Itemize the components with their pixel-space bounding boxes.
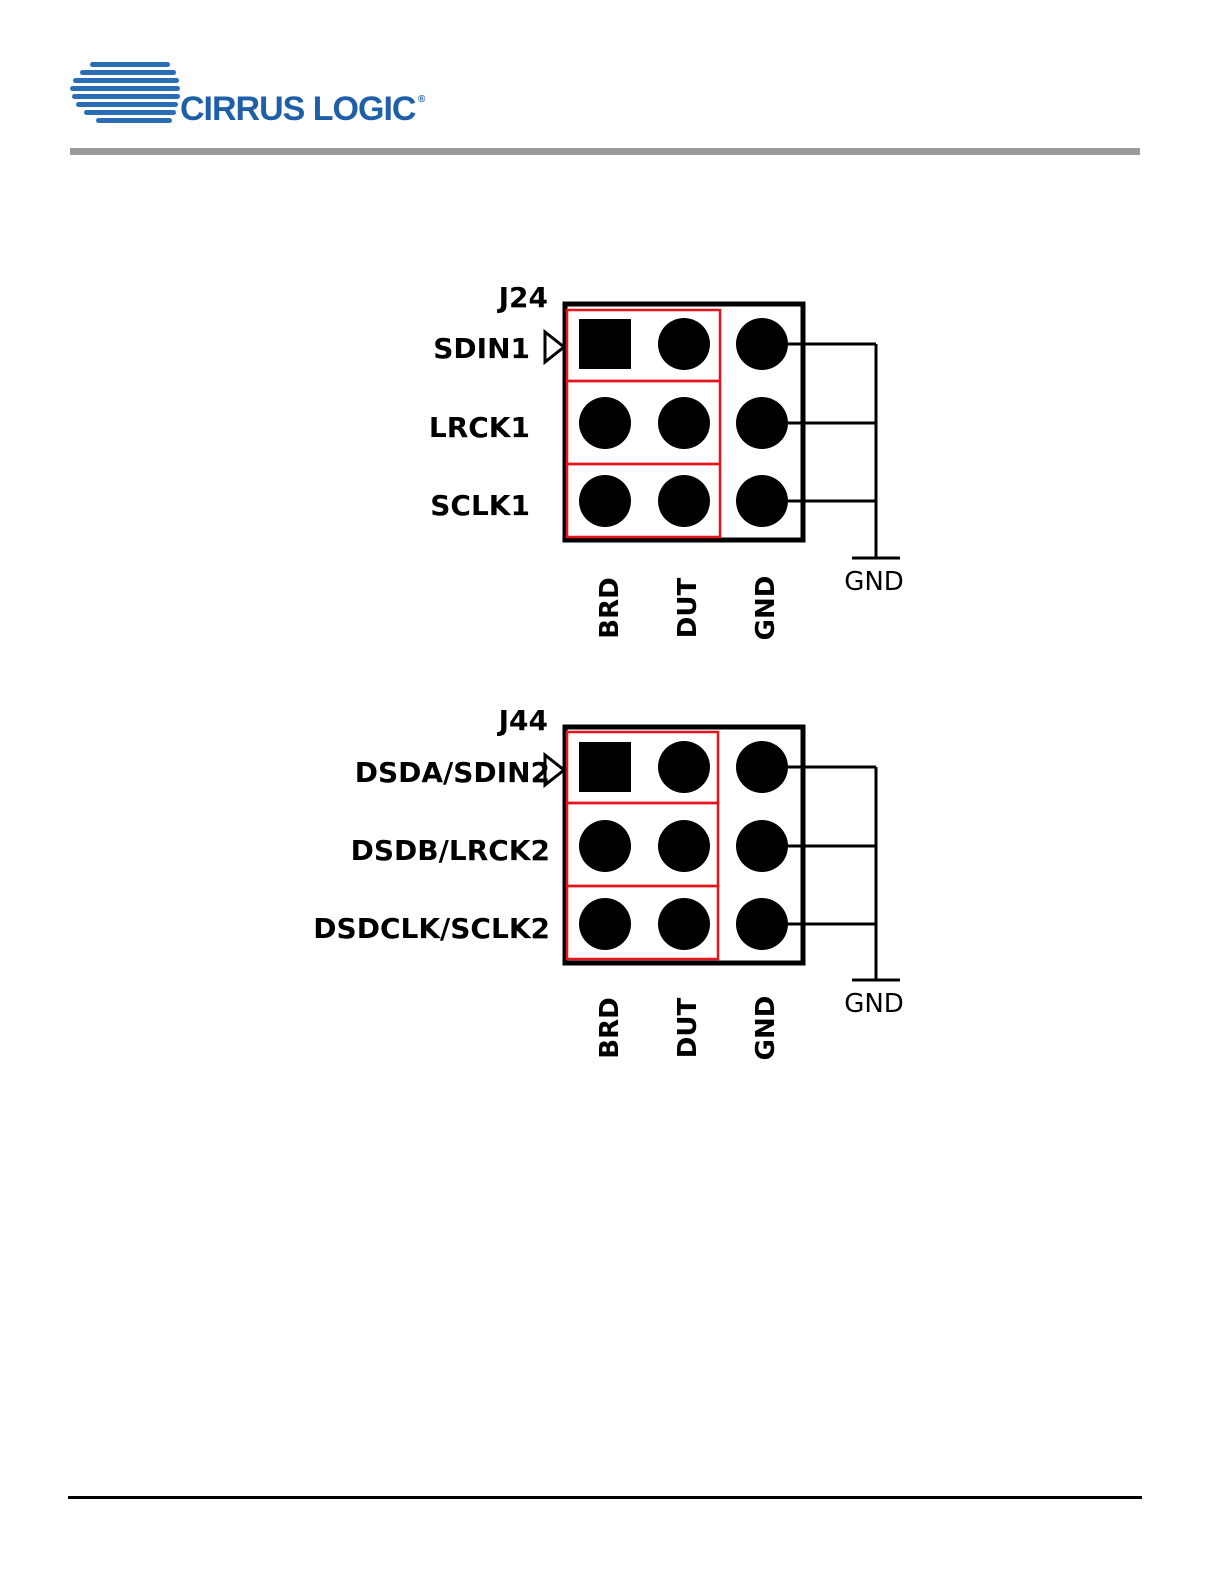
pin — [736, 741, 788, 793]
pin — [658, 820, 710, 872]
pin — [736, 820, 788, 872]
column-label: GND — [751, 996, 781, 1061]
pin-1-square — [579, 742, 631, 792]
pin-1-marker-icon — [545, 332, 564, 362]
header-ref-label: J44 — [497, 704, 548, 737]
column-label: DUT — [673, 578, 703, 639]
column-label: BRD — [595, 997, 625, 1058]
header-ref-label: J24 — [497, 281, 548, 314]
pin — [658, 741, 710, 793]
pin — [736, 475, 788, 527]
pin — [736, 318, 788, 370]
pin — [579, 820, 631, 872]
pin — [736, 898, 788, 950]
pin — [736, 397, 788, 449]
footer-rule — [68, 1496, 1142, 1499]
header-diagram-j44: J44 DSDA/SDIN2 DSDB/LRCK2 DSDCLK/SCLK2 G… — [313, 704, 904, 1060]
header-rule — [70, 148, 1140, 155]
column-label: GND — [751, 576, 781, 641]
ground-symbol-label: GND — [844, 567, 904, 597]
header-diagram-j24: J24 SDIN1 LRCK1 SCLK1 GND BRD DUT GND — [429, 281, 904, 640]
pin-1-square — [579, 319, 631, 369]
ground-symbol-label: GND — [844, 989, 904, 1019]
pin — [658, 898, 710, 950]
pin — [579, 898, 631, 950]
pin — [579, 475, 631, 527]
row-label: SCLK1 — [430, 489, 530, 522]
row-label: LRCK1 — [429, 411, 530, 444]
row-label: DSDCLK/SCLK2 — [313, 912, 550, 945]
column-label: DUT — [673, 998, 703, 1059]
logo-swirl-icon — [70, 62, 180, 123]
logo-registered-mark: ® — [418, 94, 426, 105]
row-label: DSDA/SDIN2 — [355, 756, 550, 789]
pin — [579, 397, 631, 449]
row-label: SDIN1 — [433, 332, 530, 365]
pin — [658, 397, 710, 449]
column-label: BRD — [595, 577, 625, 638]
row-label: DSDB/LRCK2 — [351, 834, 550, 867]
pin — [658, 318, 710, 370]
cirrus-logic-logo: CIRRUS LOGIC ® — [70, 62, 426, 128]
logo-text: CIRRUS LOGIC — [180, 90, 416, 128]
pin — [658, 475, 710, 527]
